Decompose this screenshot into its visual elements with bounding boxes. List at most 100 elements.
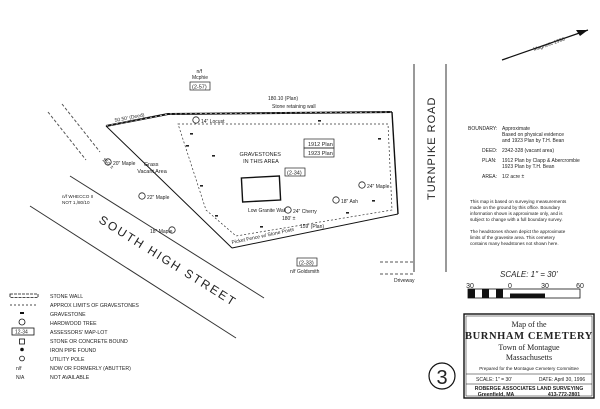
title-phone: 413-772-2801: [548, 392, 580, 398]
tree-symbol: [192, 116, 200, 124]
note2-line-3: contains many headstones not shown here.: [470, 241, 559, 246]
note1-line-3: information shown is approximate only, a…: [470, 211, 563, 216]
gravestone-marks: [186, 120, 381, 228]
gravestones-line-2: IN THIS AREA: [243, 159, 279, 165]
tree-symbol: [138, 192, 146, 200]
gravestone-mark: [215, 215, 218, 217]
legend-text-bound: STONE OR CONCRETE BOUND: [50, 339, 128, 345]
deed-value: 2342-328 (vacant area): [502, 148, 554, 154]
boundary-line-2: Based on physical evidence: [502, 132, 564, 138]
plan-value: 1912 Plan by Clapp & Abercrombie 1923 Pl…: [502, 158, 581, 170]
gravestone-mark: [378, 138, 381, 140]
scale-ticks: 30 0 30 60: [466, 283, 584, 290]
plan-line-1: 1912 Plan by Clapp & Abercrombie: [502, 158, 580, 164]
dimension-159: 159' (Plan): [300, 224, 324, 230]
plan-1923-label: 1923 Plan: [308, 151, 333, 157]
gravestone-mark: [318, 120, 321, 122]
legend-text-gravestone: GRAVESTONE: [50, 312, 86, 318]
tree-symbol: [358, 181, 366, 189]
mcphie-label: n/f Mcphie: [192, 69, 208, 81]
tree-label-locust: 14" Locust: [201, 119, 225, 125]
legend-text-pole: UTILITY POLE: [50, 357, 85, 363]
gravestone-limits: [177, 123, 393, 237]
scale-tick: 0: [508, 283, 512, 290]
tree-label-maple-22: 22" Maple: [147, 195, 170, 201]
tree-label-maple-20: 20" Maple: [113, 161, 136, 167]
legend-text-nf: NOW OR FORMERLY (ABUTTER): [50, 366, 131, 372]
sheet-number: 3: [436, 367, 447, 389]
north-arrow: [501, 29, 589, 61]
plan-line-2: 1923 Plan by T.H. Bean: [502, 164, 555, 170]
gravestone-mark: [346, 212, 349, 214]
title-town: Town of Montague: [498, 343, 560, 352]
gravestone-mark: [260, 226, 263, 228]
boundary-line-3: and 1923 Plan by T.H. Bean: [502, 138, 564, 144]
gravestone-mark: [186, 145, 189, 147]
whecco-line-2: NOT 1,/80/10: [62, 200, 90, 205]
deed-key: DEED:: [482, 148, 497, 154]
area-key: AREA:: [482, 174, 497, 180]
scale-label: SCALE: 1" = 30': [500, 270, 558, 279]
legend: STONE WALL APPROX LIMITS OF GRAVESTONES …: [9, 293, 139, 381]
gravestone-mark: [200, 185, 203, 187]
goldsmith-label: n/f Goldsmith: [290, 269, 320, 275]
title-firm: ROBERGE ASSOCIATES LAND SURVEYING: [475, 386, 584, 392]
legend-symbol-nf: n/f: [16, 366, 22, 372]
scale-tick: 60: [576, 283, 584, 290]
note1-line-4: subject to change with a full boundary s…: [470, 217, 563, 222]
title-block: [463, 313, 595, 399]
tree-labels: 14" Locust 20" Maple 22" Maple 24" Cherr…: [113, 119, 390, 235]
boundary-line-1: Approximate: [502, 126, 530, 132]
area-value: 1/2 acre ±: [502, 174, 524, 180]
note1-line-2: made on the ground by this office. Bound…: [470, 205, 561, 210]
wall-label: Stone retaining wall: [272, 104, 316, 110]
legend-text-na: NOT AVAILABLE: [50, 375, 90, 381]
legend-symbol-na: N/A: [16, 375, 25, 381]
side-driveway: [47, 103, 101, 161]
headstone-note: The headstones shown depict the approxim…: [470, 229, 567, 246]
sheet-number-badge: 3: [428, 362, 456, 390]
low-granite-wall: [240, 175, 282, 203]
legend-text-limits: APPROX LIMITS OF GRAVESTONES: [50, 303, 139, 309]
lot-center-label: (2-34): [287, 171, 302, 177]
tree-symbol: [332, 196, 340, 204]
gravestones-area-label: GRAVESTONES IN THIS AREA: [240, 152, 283, 165]
lot-right-label: (2-33): [299, 261, 314, 267]
tree-symbol: [168, 226, 176, 234]
title-location: Greenfield, MA: [478, 392, 515, 398]
lot-top-box: [189, 81, 211, 91]
turnpike-road-label: TURNPIKE ROAD: [426, 97, 438, 200]
note1-line-1: This map is based on surveying measureme…: [470, 199, 567, 204]
legend-symbol-lot-text: 12-34: [15, 330, 28, 336]
mcphie-line-1: n/f: [197, 69, 203, 75]
deed-dimension: 50.50' (Deed): [114, 112, 145, 124]
plan-1912-label: 1912 Plan: [308, 142, 333, 148]
boundary-key: BOUNDARY:: [468, 126, 497, 132]
legend-symbol-stone-wall: [9, 293, 39, 298]
property-boundary: [105, 111, 399, 249]
tree-label-cherry: 24" Cherry: [293, 209, 317, 215]
title-date: DATE: April 30, 1996: [539, 377, 586, 383]
boundary-value: Approximate Based on physical evidence a…: [502, 126, 565, 144]
gravestone-mark: [372, 200, 375, 202]
legend-text-pipe: IRON PIPE FOUND: [50, 348, 96, 354]
note2-line-1: The headstones shown depict the approxim…: [470, 229, 566, 234]
title-map-of: Map of the: [511, 320, 547, 329]
legend-text-tree: HARDWOOD TREE: [50, 321, 97, 327]
legend-text-stone-wall: STONE WALL: [50, 294, 83, 300]
trees: [104, 116, 366, 234]
gravestone-mark: [212, 155, 215, 157]
scale-tick: 30: [541, 283, 549, 290]
lot-center-box: [284, 167, 306, 177]
tree-label-maple-18: 18" Maple: [150, 229, 173, 235]
legend-symbol-lot: [11, 327, 35, 336]
plan-1923-box: [303, 147, 335, 158]
dimension-180: 180' ±: [282, 216, 296, 222]
gravestones-line-1: GRAVESTONES: [240, 152, 282, 158]
title-block-text: Map of the BURNHAM CEMETERY Town of Mont…: [465, 320, 592, 398]
grass-line-1: Grass: [144, 162, 159, 168]
tree-label-maple-24: 24" Maple: [367, 184, 390, 190]
wall-dimension: 180.10 (Plan): [268, 96, 298, 102]
scale-bar: [467, 288, 581, 299]
